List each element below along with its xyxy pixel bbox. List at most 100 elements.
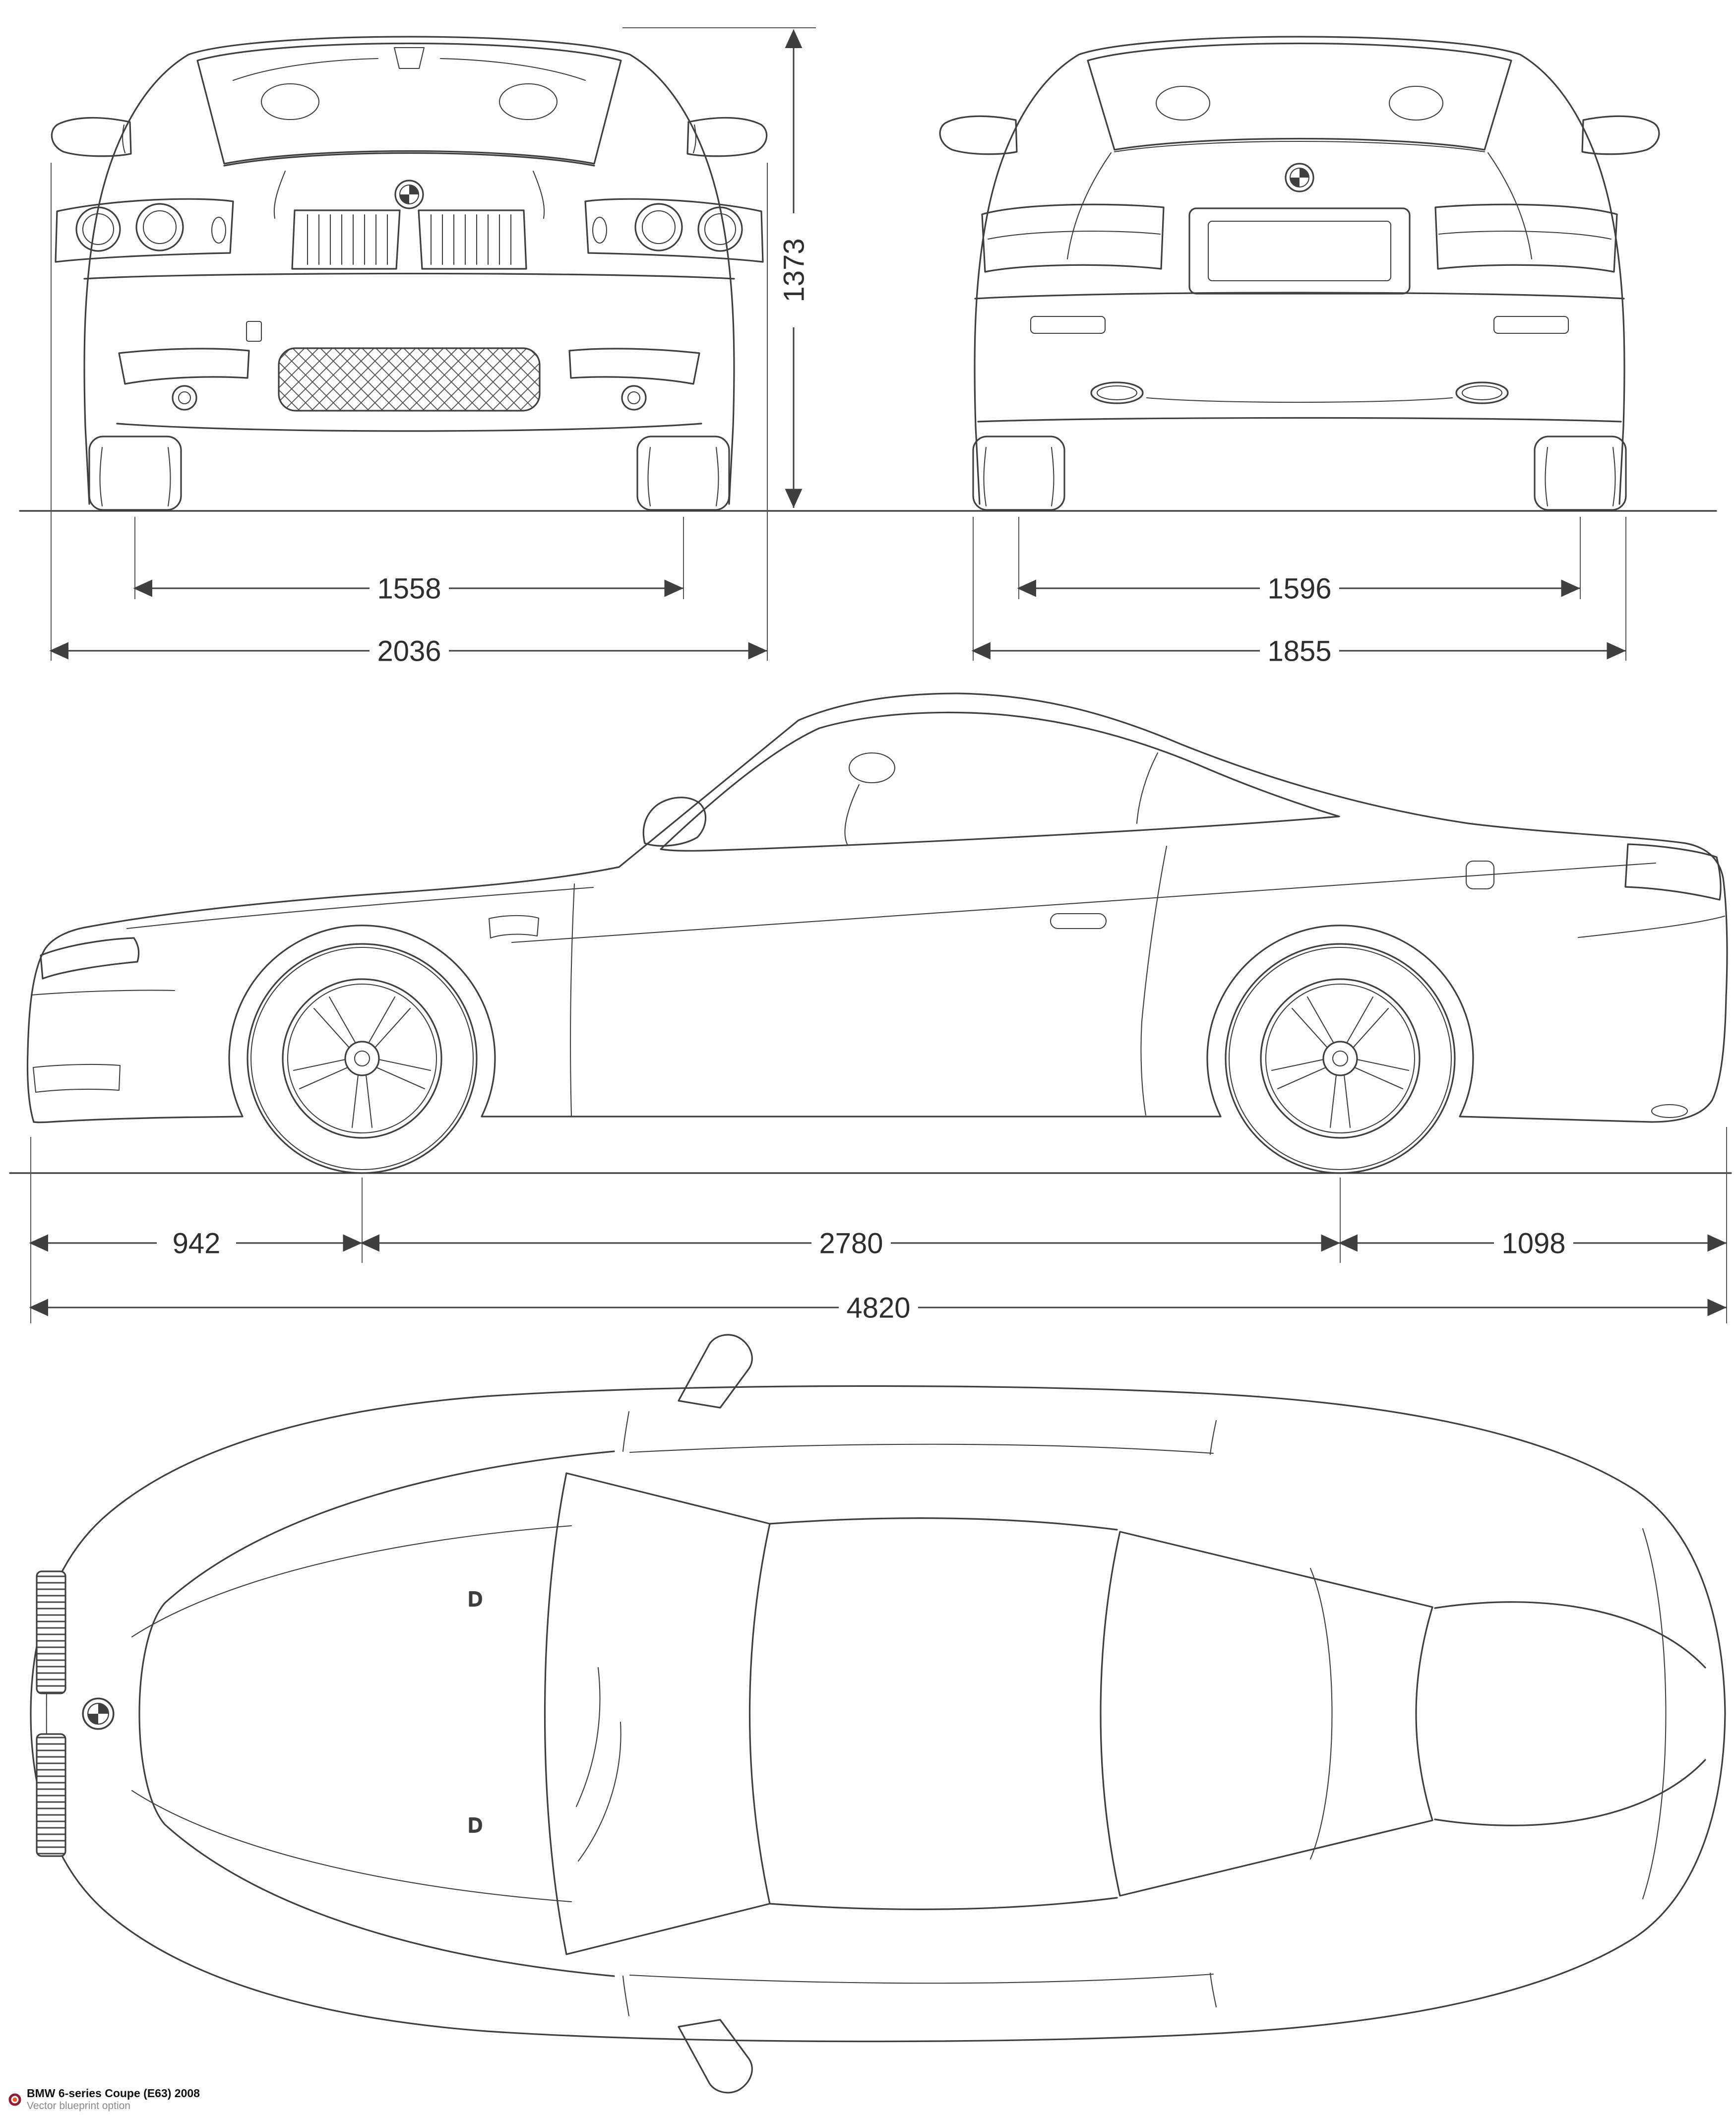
overall-length-label: 4820 bbox=[846, 1292, 910, 1324]
rear-exhaust-right-inner bbox=[1461, 385, 1503, 401]
rear-tire-left bbox=[972, 436, 1065, 511]
top-deck-rear-edge bbox=[1642, 1528, 1667, 1900]
front-tire-right bbox=[636, 436, 730, 511]
rear-view bbox=[939, 36, 1660, 511]
rear-tire-left-sidewalls bbox=[983, 446, 1054, 507]
front-door-mirror-right bbox=[686, 117, 768, 157]
rear-trunk-seam-left bbox=[1066, 152, 1112, 260]
front-headrest-right bbox=[498, 83, 558, 121]
footer-subtitle: Vector blueprint option bbox=[27, 2100, 130, 2112]
rear-tire-right bbox=[1534, 436, 1627, 511]
side-door-seam-front bbox=[569, 883, 575, 1117]
top-door-tick-front-upper bbox=[622, 1411, 630, 1452]
front-lower-lip bbox=[116, 423, 702, 432]
rear-diffuser bbox=[1146, 397, 1453, 403]
top-body-outline bbox=[30, 1385, 1726, 2043]
bmw-roundel-icon-top bbox=[82, 1697, 115, 1730]
top-door-edge-lower bbox=[629, 1973, 1214, 1984]
top-hood-crease-lower bbox=[131, 1790, 572, 1903]
rear-exhaust-right bbox=[1455, 381, 1509, 404]
front-headlight-right-lens-outer-inner bbox=[704, 213, 737, 246]
side-headlight bbox=[40, 937, 140, 980]
side-fuel-door bbox=[1465, 860, 1495, 890]
rear-bumper-seam bbox=[974, 292, 1625, 300]
front-headlight-left bbox=[55, 198, 234, 263]
front-side-scoop-right bbox=[568, 348, 700, 385]
height-dim-label: 1373 bbox=[778, 238, 810, 302]
bmw-roundel-icon-rear bbox=[1285, 163, 1314, 192]
rear-reflector-left bbox=[1030, 315, 1106, 334]
side-body-outline bbox=[26, 692, 1728, 1123]
footer-title: BMW 6-series Coupe (E63) 2008 bbox=[27, 2087, 200, 2100]
side-quarter-window-divider bbox=[1136, 752, 1159, 824]
side-rear-wheel bbox=[1225, 943, 1456, 1174]
rear-track-dimension: 1596 bbox=[1017, 517, 1581, 605]
side-rear-bumper-seam bbox=[1577, 915, 1726, 938]
front-hood-crease-right bbox=[532, 170, 545, 219]
side-fog-intake bbox=[32, 1063, 121, 1093]
rear-parcel-shelf bbox=[1114, 140, 1486, 153]
top-hood-crease-upper bbox=[131, 1525, 572, 1638]
front-sensor-notch bbox=[246, 320, 262, 342]
side-dimensions: 942 2780 1098 4820 bbox=[29, 1127, 1727, 1324]
front-tire-left-sidewalls bbox=[99, 446, 171, 507]
rear-license-plate bbox=[1207, 220, 1392, 282]
rear-taillight-left-divider bbox=[987, 230, 1161, 240]
front-headlight-right-lens-outer bbox=[697, 206, 743, 252]
front-indicator-left bbox=[211, 216, 227, 244]
rear-taillight-right bbox=[1434, 203, 1618, 273]
front-headlight-left-lens-inner-inner bbox=[142, 210, 177, 245]
rear-trunk-seam-right bbox=[1487, 152, 1533, 260]
front-headlight-right-lens-inner-inner bbox=[641, 210, 676, 245]
side-front-bumper-seam bbox=[30, 990, 176, 996]
front-foglight-left-inner bbox=[178, 391, 191, 405]
front-sun-visor-left bbox=[232, 58, 379, 81]
side-hood-seam bbox=[126, 886, 594, 930]
front-center-intake bbox=[278, 347, 541, 412]
rear-reflector-right bbox=[1493, 315, 1569, 334]
top-door-edge-upper bbox=[629, 1443, 1214, 1454]
side-door-mirror bbox=[642, 797, 707, 847]
top-windshield bbox=[544, 1472, 771, 1955]
top-door-tick-rear-upper bbox=[1209, 1420, 1217, 1455]
side-character-line bbox=[511, 862, 1657, 943]
rear-headrest-right bbox=[1388, 85, 1444, 121]
blueprint-site-logo bbox=[8, 2093, 21, 2106]
front-foglight-right bbox=[621, 385, 647, 411]
front-track-label: 1558 bbox=[377, 572, 441, 605]
top-wiper-right bbox=[577, 1721, 621, 1862]
front-headrest-left bbox=[260, 83, 320, 121]
bmw-roundel-icon-front bbox=[394, 180, 424, 209]
logo-dot bbox=[12, 2097, 17, 2102]
front-windshield bbox=[196, 42, 622, 165]
top-door-tick-front-lower bbox=[622, 1975, 630, 2017]
front-grille-right-slats bbox=[430, 214, 512, 265]
front-kidney-grille-left bbox=[291, 209, 401, 270]
top-rear-window bbox=[1100, 1531, 1433, 1897]
footer: BMW 6-series Coupe (E63) 2008 Vector blu… bbox=[8, 2087, 200, 2112]
top-rear-deck-curve bbox=[1309, 1567, 1333, 1860]
front-sun-visor-right bbox=[439, 58, 586, 81]
rear-headrest-left bbox=[1155, 85, 1211, 121]
rear-exhaust-left-inner bbox=[1096, 385, 1138, 401]
front-headlight-right-lens-inner bbox=[634, 203, 683, 251]
top-hood-cut bbox=[138, 1450, 615, 1977]
front-body-outline bbox=[83, 36, 735, 505]
top-wiper-left bbox=[575, 1667, 601, 1807]
rear-window bbox=[1087, 42, 1512, 151]
side-door-seam-rear bbox=[1140, 845, 1168, 1116]
top-door-marker-right: D bbox=[468, 1814, 482, 1836]
front-kidney-grille-right bbox=[418, 209, 527, 270]
front-bumper-seam bbox=[83, 272, 735, 280]
top-view: D D bbox=[30, 1334, 1726, 2094]
rear-taillight-right-divider bbox=[1438, 230, 1612, 240]
front-tire-left bbox=[88, 436, 182, 511]
rear-exhaust-left bbox=[1090, 381, 1144, 404]
front-view bbox=[51, 36, 768, 511]
front-grille-left-slats bbox=[307, 214, 388, 265]
front-door-mirror-left-arm bbox=[122, 124, 126, 154]
rear-overhang-label: 1098 bbox=[1501, 1227, 1565, 1259]
rear-width-label: 1855 bbox=[1267, 635, 1331, 667]
